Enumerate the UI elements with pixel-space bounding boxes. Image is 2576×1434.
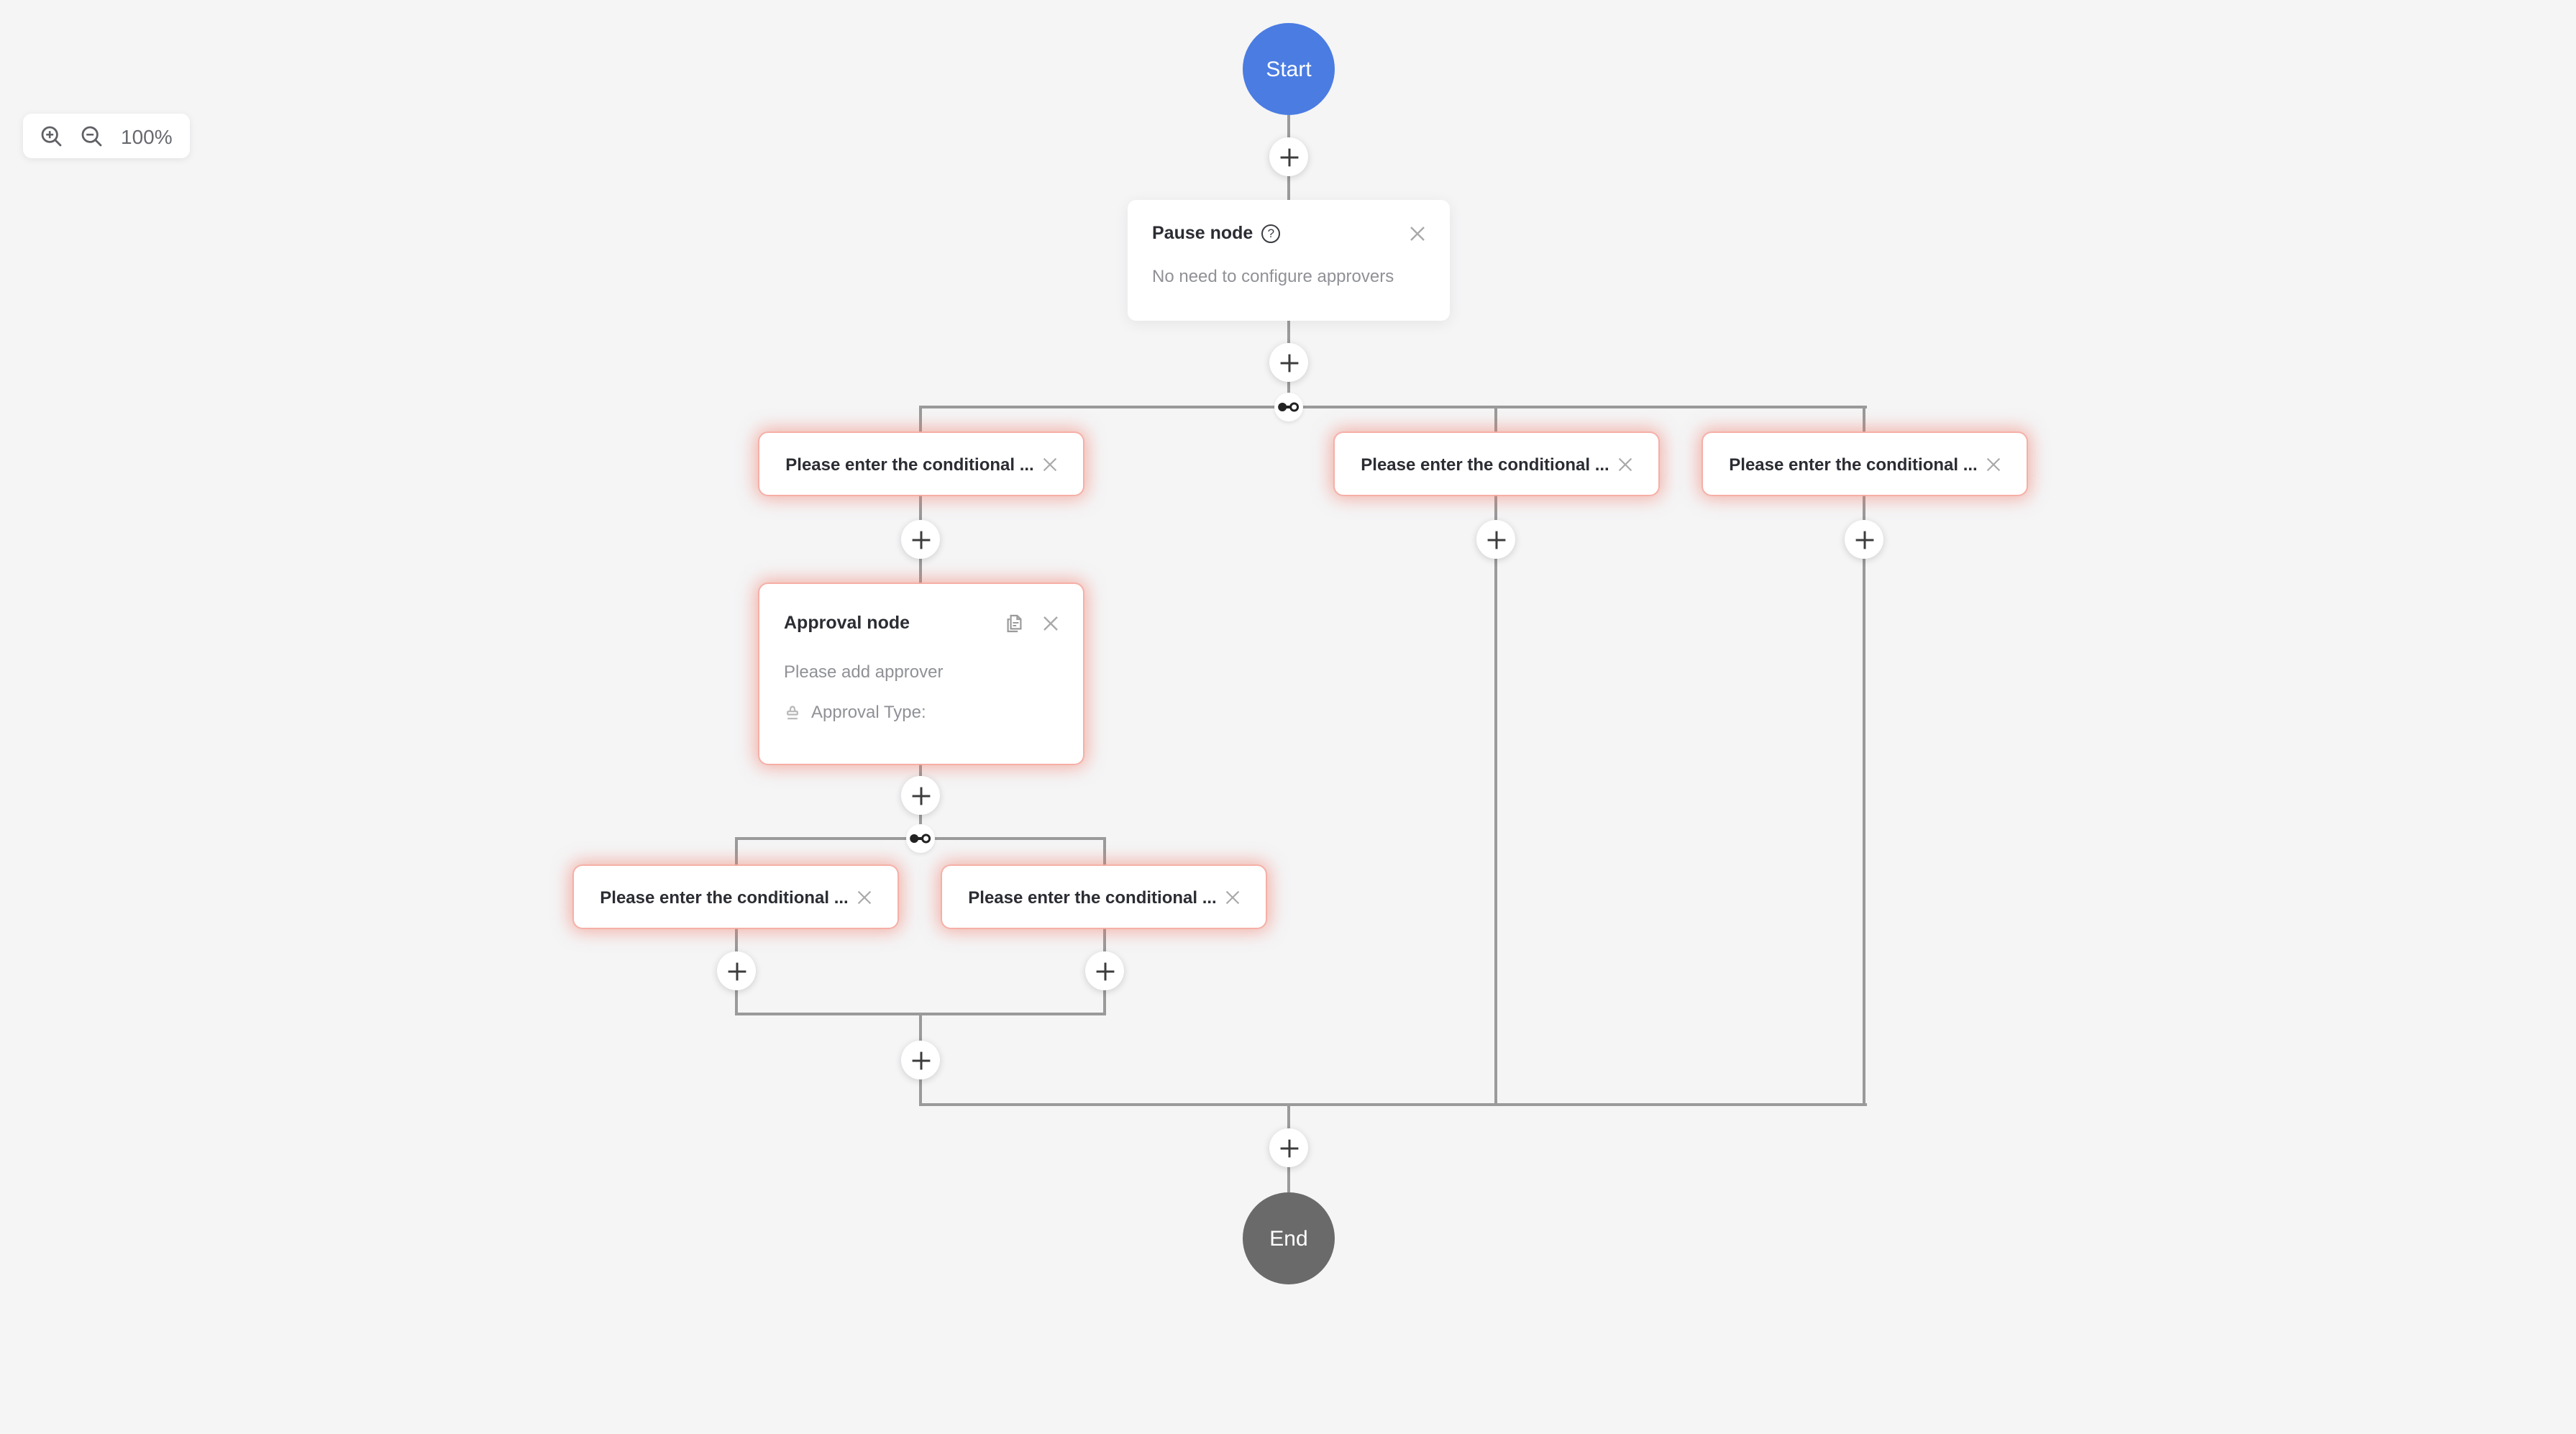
approval-node-card[interactable]: Approval node Please add approver [759,584,1083,764]
zoom-out-icon [81,125,102,146]
close-icon [1410,226,1425,240]
plus-icon [1855,530,1873,549]
start-node[interactable]: Start [1243,23,1335,115]
zoom-level: 100% [121,124,173,147]
stamp-icon [787,705,798,719]
connector [1494,407,1497,1105]
condition-node-card[interactable]: Please enter the conditional ... [1703,433,2027,495]
start-node-label: Start [1266,57,1312,81]
condition-label: Please enter the conditional ... [785,454,1034,474]
pause-node-card[interactable]: Pause node ? No need to configure approv… [1128,200,1450,321]
help-icon[interactable]: ? [1261,224,1281,242]
close-icon [857,890,871,904]
plus-icon [911,530,930,549]
zoom-in-icon [41,125,62,146]
approval-node-description: Please add approver [784,662,944,682]
delete-node-button[interactable] [1043,457,1057,471]
close-icon [1618,457,1632,471]
condition-label: Please enter the conditional ... [968,887,1217,907]
plus-icon [911,786,930,805]
close-icon [1986,457,2000,471]
connector [1863,407,1865,1105]
plus-icon [1279,353,1298,372]
delete-node-button[interactable] [1225,890,1240,904]
plus-icon [1095,962,1114,980]
pause-node-title: Pause node [1152,223,1253,243]
branch-icon [1278,402,1300,412]
add-node-button[interactable] [1845,520,1883,559]
connector-branch-top [919,406,1867,408]
delete-node-button[interactable] [1618,457,1632,471]
add-node-button[interactable] [901,1041,940,1079]
end-node: End [1243,1192,1335,1284]
add-node-button[interactable] [901,520,940,559]
zoom-out-button[interactable] [81,124,104,147]
condition-node-card[interactable]: Please enter the conditional ... [759,433,1083,495]
condition-label: Please enter the conditional ... [1361,454,1609,474]
close-icon [1043,457,1056,471]
branch-icon [910,834,931,844]
add-node-button[interactable] [1269,137,1308,176]
add-node-button[interactable] [1269,343,1308,382]
approval-node-title: Approval node [784,613,910,633]
copy-node-button[interactable] [1005,613,1023,632]
plus-icon [1486,530,1505,549]
delete-node-button[interactable] [1986,457,2001,471]
close-icon [1043,616,1058,630]
condition-node-card[interactable]: Please enter the conditional ... [1335,433,1658,495]
condition-node-card[interactable]: Please enter the conditional ... [942,866,1266,928]
approval-type-label: Approval Type: [811,702,926,722]
delete-node-button[interactable] [1043,615,1059,631]
add-branch-button[interactable] [906,824,935,853]
add-node-button[interactable] [1085,951,1124,990]
copy-icon [1007,613,1022,632]
add-node-button[interactable] [1476,520,1515,559]
condition-node-card[interactable]: Please enter the conditional ... [574,866,898,928]
zoom-in-button[interactable] [40,124,63,147]
end-node-label: End [1269,1226,1308,1251]
pause-node-description: No need to configure approvers [1152,266,1394,286]
delete-node-button[interactable] [857,890,872,904]
add-node-button[interactable] [1269,1128,1308,1167]
add-node-button[interactable] [901,776,940,815]
close-icon [1225,890,1239,904]
plus-icon [1279,147,1298,166]
delete-node-button[interactable] [1410,225,1425,241]
plus-icon [1279,1138,1298,1157]
plus-icon [911,1051,930,1069]
condition-label: Please enter the conditional ... [1729,454,1978,474]
zoom-toolbar: 100% [23,114,190,158]
plus-icon [727,962,746,980]
connector-branch-merge [919,1103,1867,1106]
add-branch-button[interactable] [1274,393,1303,421]
add-node-button[interactable] [717,951,756,990]
condition-label: Please enter the conditional ... [600,887,849,907]
